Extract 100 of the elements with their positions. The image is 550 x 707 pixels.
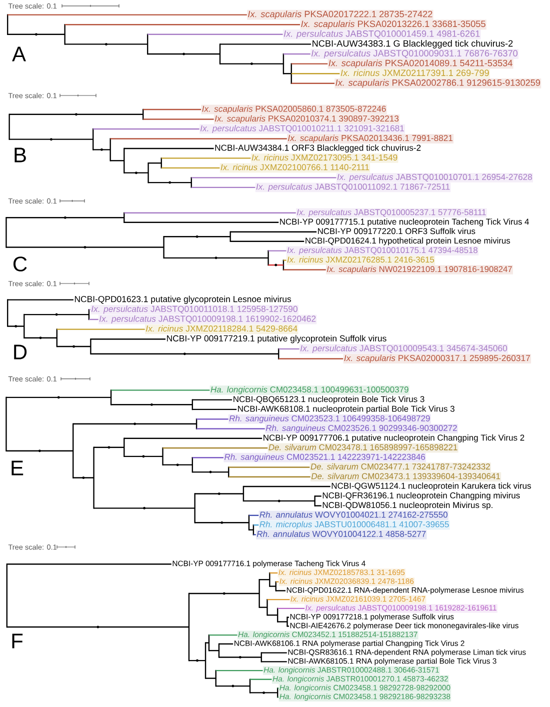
branch (90, 338, 166, 340)
branch (191, 177, 336, 178)
branch (164, 236, 230, 238)
branch (314, 505, 322, 506)
tip-label: Ix. scapularis PKSA02002786.1 9129615-9130259 (334, 78, 542, 88)
branch (259, 606, 268, 608)
branch (124, 212, 296, 214)
branch (110, 138, 287, 140)
branch (278, 688, 279, 689)
branch (268, 250, 286, 252)
branch (278, 608, 304, 610)
branch (194, 493, 244, 494)
branch (278, 621, 288, 622)
branch (161, 167, 220, 169)
branch (261, 661, 287, 662)
tip-label: NCBI-QFR36196.1 nucleoprotein Changping mivirus (322, 492, 520, 500)
tip-label: De. silvarum CM023473.1 139339604-139340641 (310, 472, 502, 482)
branch (220, 63, 284, 64)
tip-label: Ix. scapularis PKSA02017222.1 28735-27422 (247, 10, 434, 20)
branch (164, 257, 268, 259)
branch (124, 438, 262, 439)
panel-letter: E (12, 460, 24, 476)
branch (287, 616, 289, 618)
branch (88, 309, 90, 310)
branch (220, 44, 312, 45)
branch (194, 522, 249, 524)
branch (206, 642, 209, 644)
tip-label: Rh. annulatus WOVY01004122.1 4858-5277 (256, 530, 427, 540)
tip-label: NCBI-QBQ65123.1 nucleoprotein Bole Tick Virus 3 (234, 396, 424, 404)
branch (111, 390, 210, 391)
branch (291, 63, 328, 64)
branch (148, 34, 283, 35)
panel-letter: B (14, 148, 26, 162)
branch (248, 514, 259, 516)
branch (196, 418, 228, 420)
branch (6, 450, 74, 452)
branch (270, 572, 278, 574)
branch (291, 82, 334, 84)
tip-label: Ix. persulcatus JABSTQ010010701.1 26954-27628 (336, 172, 533, 182)
branch (206, 678, 216, 679)
branch (93, 149, 110, 150)
tip-label: De. silvarum CM023477.1 73241787-73242332 (310, 462, 491, 472)
tip-label: NCBI-QPD01624.1 hypothetical protein Lesnoe mivirus (306, 237, 510, 246)
branch (8, 34, 65, 35)
branch (64, 24, 300, 26)
branch (230, 240, 304, 242)
tip-label: Ix. ricinus JXMZ02176285.1 2416-3615 (286, 256, 435, 265)
branch (73, 423, 197, 424)
tip-label: Rh. microplus JABSTU010006481.1 41007-39655 (258, 520, 450, 530)
tip-label: Ix. persulcatus JABSTQ010011018.1 125958-127590 (90, 304, 298, 314)
branch (56, 346, 91, 348)
branch (250, 692, 278, 694)
tip-label: NCBI-YP 009177219.1 putative glycoprotein Suffolk virus (167, 335, 386, 344)
branch (278, 348, 300, 350)
tip-label: NCBI-YP 009177715.1 putative nucleoprotein Tacheng Tick Virus 4 (280, 218, 529, 226)
tip-label: Rh. annulatus WOVY01004021.1 274162-275550 (258, 510, 448, 520)
branch (216, 670, 263, 672)
tip-label: NCBI-AUW34383.1 G Blacklegged tick chuvirus-2 (312, 40, 513, 48)
branch (188, 660, 206, 662)
branch (243, 486, 330, 488)
branch (276, 581, 279, 582)
branch (6, 564, 172, 565)
branch (278, 696, 279, 698)
branch (218, 656, 262, 658)
branch (90, 353, 279, 354)
tip-label: Ix. persulcatus JABSTQ010009031.1 76876-76370 (310, 49, 518, 59)
tip-label: Ix. ricinus JXMZ02173095.1 341-1549 (250, 153, 398, 163)
branch (24, 337, 57, 338)
branch (64, 44, 148, 45)
branch (124, 172, 148, 174)
tip-label: NCBI-QGW51124.1 nucleoprotein Karukera tick virus (332, 482, 531, 490)
branch (283, 269, 326, 270)
tip-label: Ix. scapularis PKSA02013226.1 33681-35055 (300, 20, 486, 30)
branch (278, 358, 344, 360)
branch (253, 524, 259, 526)
branch (267, 598, 290, 600)
tip-label: NCBI-YP 009177706.1 putative nucleoprotein Changping Tick Virus 2 (264, 434, 524, 442)
tip-label: Ix. ricinus JXMZ02118284.1 5429-8664 (145, 324, 298, 334)
branch (148, 53, 220, 55)
branch (268, 264, 284, 266)
panel-letter: F (12, 634, 23, 648)
branch (192, 399, 232, 400)
branch (248, 529, 254, 530)
branch (216, 685, 250, 687)
branch (291, 73, 340, 74)
branch (93, 128, 200, 130)
branch (196, 428, 265, 430)
branch (56, 328, 145, 330)
branch (6, 246, 164, 248)
branch (253, 534, 256, 536)
branch (148, 182, 192, 184)
tip-label: Rh. sanguineus CM023526.1 90299346-90300272 (265, 424, 458, 434)
tip-label: Rh. sanguineus CM023523.1 106499358-106498729 (228, 414, 431, 424)
tip-label: De. silvarum CM023478.1 165898997-165898221 (268, 443, 458, 453)
branch (162, 447, 268, 449)
panel-letter: C (13, 256, 27, 272)
tip-label: Ix. ricinus JXMZ02100766.1 1140-2111 (220, 163, 370, 173)
tip-label: Ix. scapularis PKSA02014089.1 54211-53534 (328, 58, 514, 69)
tip-label: Ix. scapularis PKSA02000317.1 259895-260317 (343, 354, 532, 364)
branch (276, 590, 286, 592)
